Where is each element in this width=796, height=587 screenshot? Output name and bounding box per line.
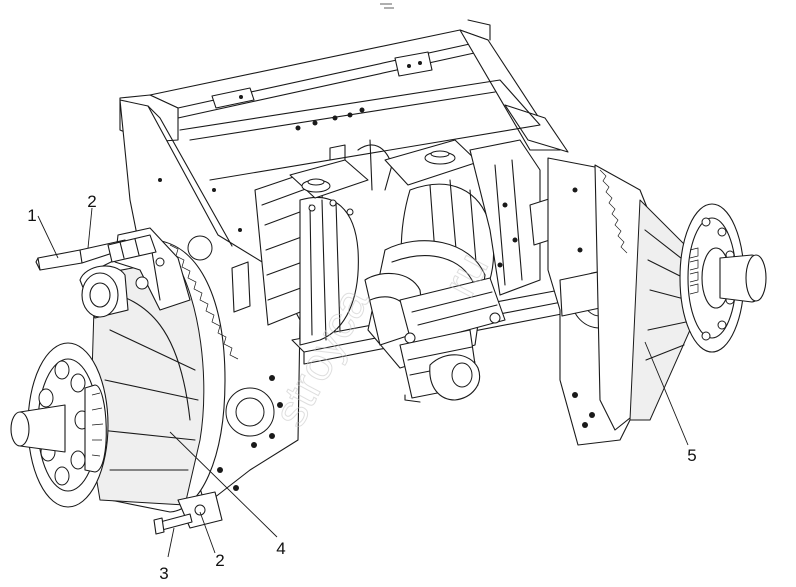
callout-2-lower: 2 [215, 551, 224, 570]
right-wheel-drive [594, 164, 767, 431]
frame [119, 19, 569, 181]
leader-2-upper [87, 207, 93, 249]
callout-1: 1 [27, 206, 36, 225]
callouts: 1 2 2 3 4 5 [27, 192, 696, 583]
leader-4 [169, 431, 278, 538]
part-2-bracket-upper [107, 234, 157, 263]
callout-2-upper: 2 [87, 192, 96, 211]
leader-2-lower [199, 511, 216, 554]
hydraulic-motor-left [254, 139, 393, 346]
callout-5: 5 [687, 446, 696, 465]
left-wheel-drive [10, 227, 239, 529]
callout-3: 3 [159, 564, 168, 583]
callout-4: 4 [276, 539, 285, 558]
part-3-bolt [153, 513, 193, 535]
valve-block [364, 240, 506, 403]
leader-5 [644, 341, 689, 446]
leader-1 [37, 215, 59, 259]
leader-3 [167, 527, 175, 558]
